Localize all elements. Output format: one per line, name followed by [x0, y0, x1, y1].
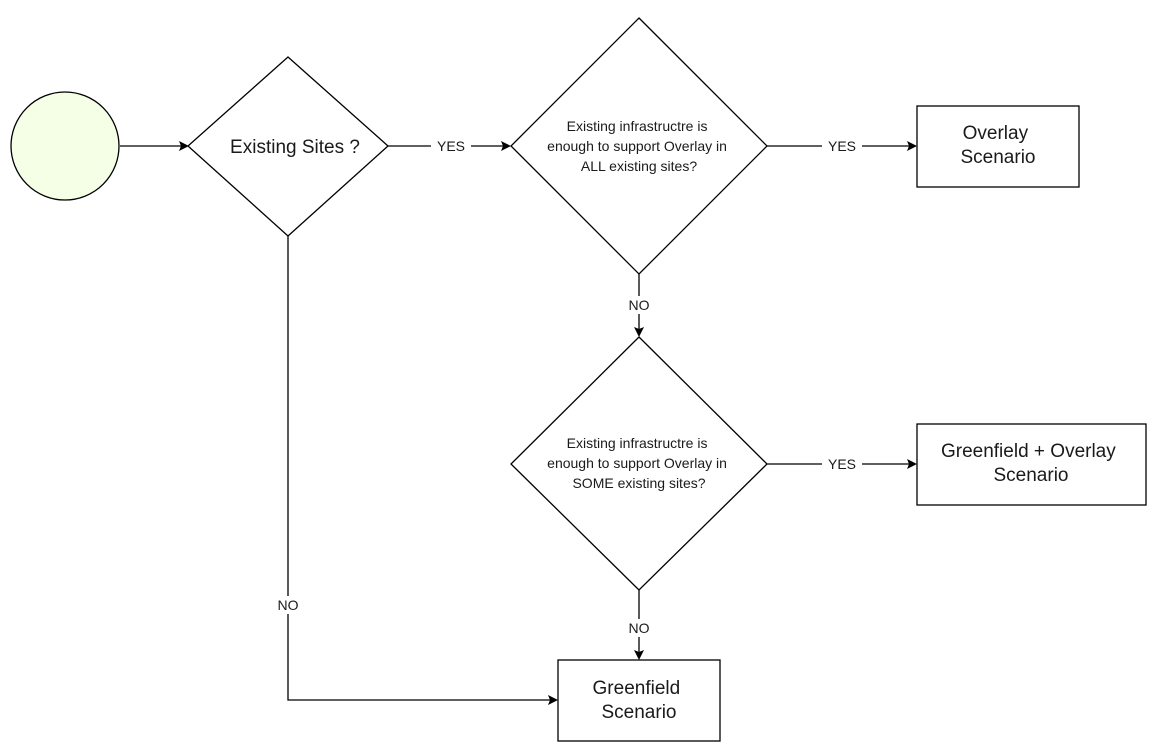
- decision-some-existing-sites[interactable]: Existing infrastructre is enough to supp…: [510, 336, 768, 591]
- process-overlay-scenario[interactable]: Overlay Scenario: [916, 105, 1080, 188]
- edge-label-all-no: NO: [629, 297, 650, 313]
- edge-label-some-yes: YES: [828, 456, 856, 472]
- process-greenfield-overlay-scenario-label: Greenfield + Overlay Scenario: [941, 441, 1121, 486]
- arrowhead-greenfield-overlay: [907, 459, 917, 469]
- arrowhead-all-sites: [501, 141, 511, 151]
- edge-labels: YES YES NO YES NO NO: [273, 137, 862, 637]
- edge-label-all-yes: YES: [828, 138, 856, 154]
- arrowhead-overlay: [907, 141, 917, 151]
- edge-label-sites-no: NO: [278, 597, 299, 613]
- decision-all-existing-sites[interactable]: Existing infrastructre is enough to supp…: [510, 17, 768, 275]
- start-node[interactable]: [10, 91, 120, 201]
- edges: [120, 141, 917, 705]
- edge-label-sites-yes: YES: [437, 138, 465, 154]
- process-greenfield-scenario-label: Greenfield Scenario: [593, 678, 686, 723]
- process-greenfield-overlay-scenario[interactable]: Greenfield + Overlay Scenario: [916, 423, 1147, 506]
- decision-existing-sites[interactable]: Existing Sites ?: [187, 56, 389, 237]
- edge-existing-sites-no: [287, 236, 550, 701]
- process-overlay-scenario-label: Overlay Scenario: [961, 123, 1036, 168]
- arrowhead-some-sites: [634, 327, 644, 337]
- decision-existing-sites-label: Existing Sites ?: [230, 137, 360, 158]
- arrowhead-existing-sites: [179, 141, 189, 151]
- process-greenfield-scenario[interactable]: Greenfield Scenario: [557, 659, 721, 742]
- arrowhead-greenfield-from-sites: [548, 695, 558, 705]
- decision-some-existing-sites-label: Existing infrastructre is enough to supp…: [547, 435, 731, 491]
- edge-label-some-no: NO: [629, 620, 650, 636]
- decision-all-existing-sites-label: Existing infrastructre is enough to supp…: [547, 118, 731, 174]
- arrowhead-greenfield-from-some: [634, 650, 644, 660]
